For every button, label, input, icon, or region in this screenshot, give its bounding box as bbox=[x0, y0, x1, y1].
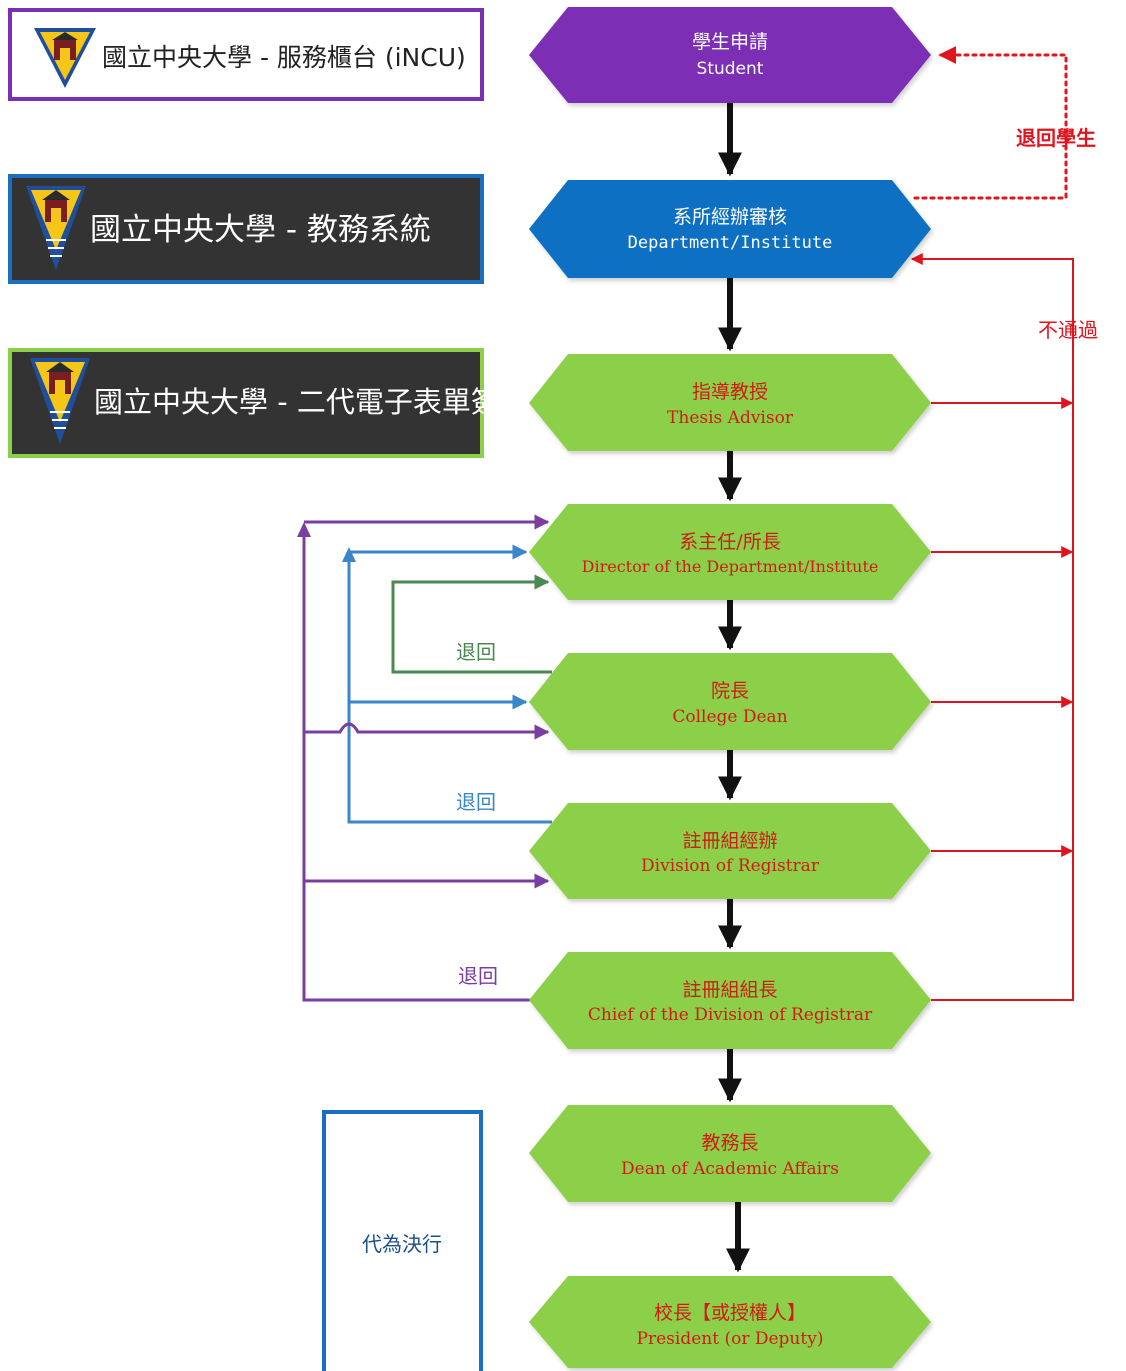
node-thesis-advisor-en: Thesis Advisor bbox=[667, 408, 794, 428]
banner-academic-system[interactable]: 國立中央大學 - 教務系統 bbox=[8, 174, 484, 284]
node-thesis-advisor bbox=[529, 354, 931, 451]
ncu-logo-icon bbox=[34, 28, 96, 88]
reject-label: 不通過 bbox=[1038, 318, 1098, 342]
banner-service-counter[interactable]: 國立中央大學 - 服務櫃台 (iNCU) bbox=[8, 8, 484, 101]
banner-eform-system[interactable]: 國立中央大學 - 二代電子表單簽核系統 bbox=[8, 348, 587, 458]
delegate-label: 代為決行 bbox=[362, 1232, 442, 1256]
node-department-zh: 系所經辦審核 bbox=[673, 206, 787, 228]
node-college-dean-en: College Dean bbox=[672, 707, 787, 727]
node-academic-dean-zh: 教務長 bbox=[701, 1132, 758, 1154]
node-president-zh: 校長【或授權人】 bbox=[654, 1302, 806, 1324]
node-director bbox=[529, 504, 931, 600]
node-chief-registrar bbox=[529, 952, 931, 1049]
node-chief-registrar-zh: 註冊組組長 bbox=[682, 979, 777, 1001]
banner-academic-text: 國立中央大學 - 教務系統 bbox=[90, 212, 431, 248]
reject-paths bbox=[910, 253, 1074, 1001]
node-department-en: Department/Institute bbox=[628, 233, 833, 253]
node-thesis-advisor-zh: 指導教授 bbox=[692, 381, 768, 403]
node-student bbox=[529, 7, 931, 103]
node-college-dean bbox=[529, 653, 931, 750]
return-label-blue: 退回 bbox=[456, 790, 496, 814]
return-label-purple: 退回 bbox=[458, 964, 498, 988]
node-registrar-zh: 註冊組經辦 bbox=[682, 830, 777, 852]
return-path-blue bbox=[342, 544, 552, 824]
node-academic-dean-en: Dean of Academic Affairs bbox=[621, 1159, 839, 1179]
node-president-en: President (or Deputy) bbox=[637, 1329, 824, 1349]
return-to-student-path bbox=[913, 46, 1068, 200]
ncu-logo-icon bbox=[26, 186, 86, 270]
node-student-zh: 學生申請 bbox=[692, 31, 768, 53]
node-student-en: Student bbox=[697, 59, 764, 79]
node-president bbox=[529, 1276, 931, 1368]
node-registrar-en: Division of Registrar bbox=[641, 856, 820, 876]
node-director-en: Director of the Department/Institute bbox=[582, 557, 879, 576]
node-academic-dean bbox=[529, 1105, 931, 1202]
banner-eform-text: 國立中央大學 - 二代電子表單簽核系統 bbox=[94, 385, 587, 419]
node-chief-registrar-en: Chief of the Division of Registrar bbox=[588, 1005, 873, 1025]
return-student-label: 退回學生 bbox=[1016, 126, 1096, 150]
banner-service-text: 國立中央大學 - 服務櫃台 (iNCU) bbox=[102, 43, 466, 72]
node-registrar bbox=[529, 803, 931, 899]
return-label-green: 退回 bbox=[456, 640, 496, 664]
return-path-green bbox=[391, 574, 552, 674]
node-college-dean-zh: 院長 bbox=[711, 680, 749, 702]
delegate-box bbox=[322, 1110, 483, 1371]
ncu-logo-icon bbox=[30, 358, 90, 444]
return-path-purple bbox=[297, 514, 550, 1002]
flow-arrows bbox=[718, 103, 750, 1273]
node-department bbox=[529, 180, 931, 278]
node-director-zh: 系主任/所長 bbox=[679, 531, 780, 553]
